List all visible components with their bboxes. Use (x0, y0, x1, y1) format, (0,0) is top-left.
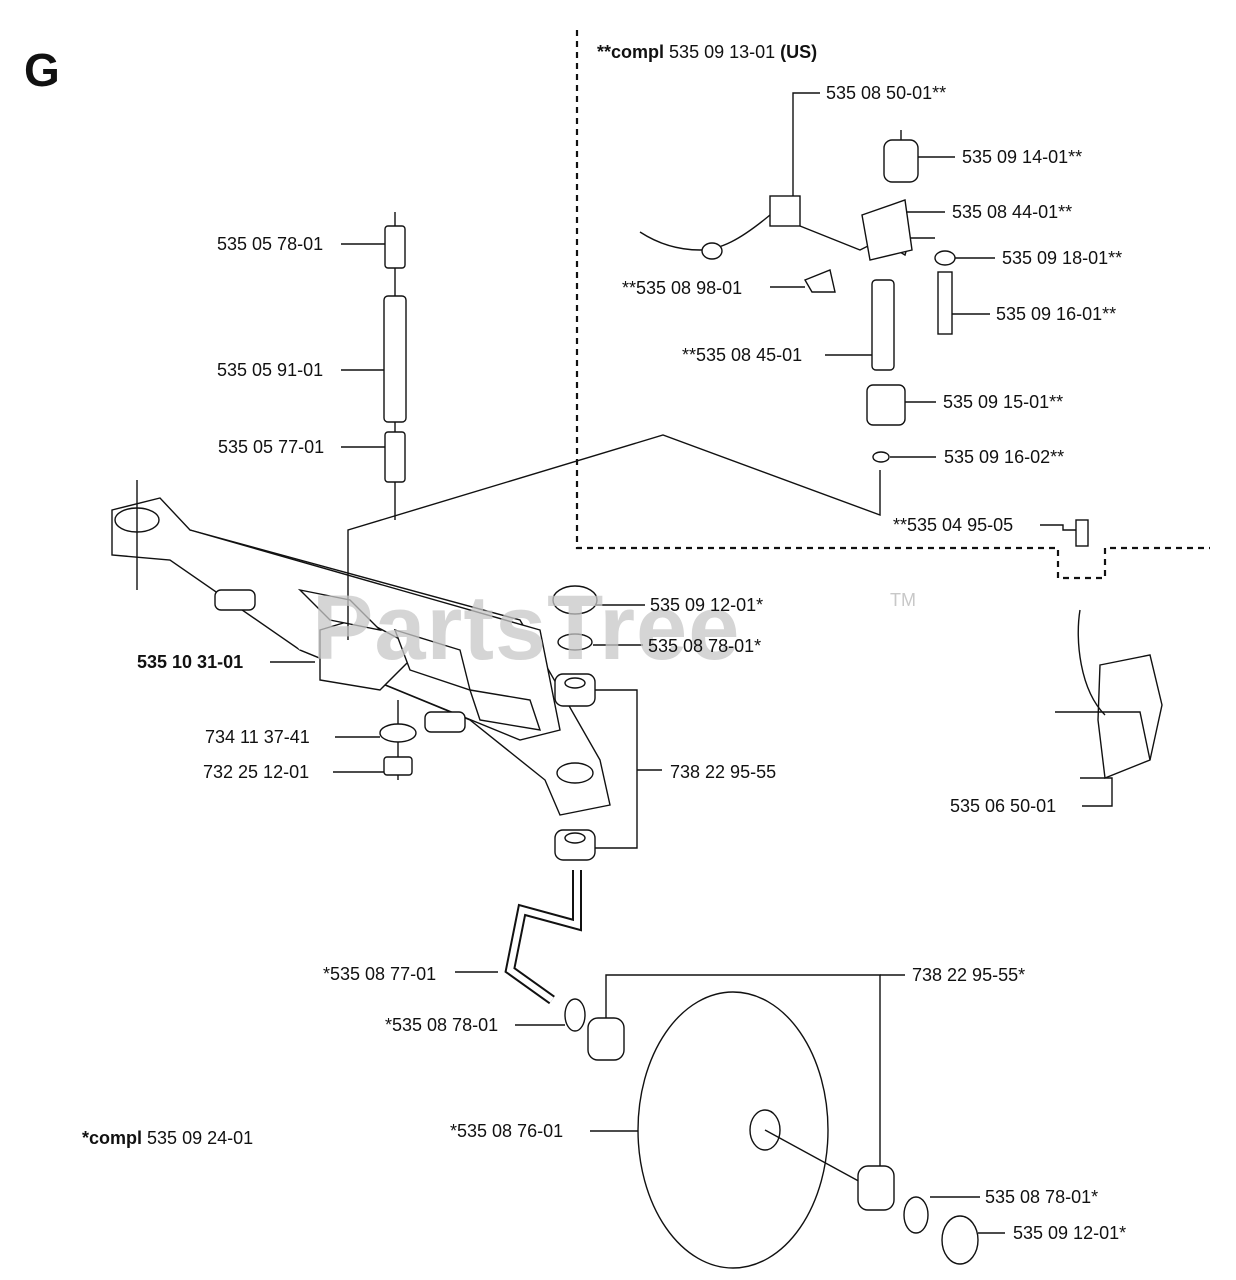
page-letter: G (24, 44, 60, 96)
washer-2 (557, 633, 593, 651)
part-535-09-16-01[interactable]: 535 09 16-01** (996, 304, 1117, 324)
part-734-11-37-41[interactable]: 734 11 37-41 (205, 727, 310, 747)
bracket-plate (769, 195, 801, 227)
kit-us-label: **compl 535 09 13-01 (US) (597, 42, 818, 62)
bolt (1075, 519, 1089, 547)
part-535-05-78-01[interactable]: 535 05 78-01 (217, 234, 324, 254)
switch-bottom (866, 384, 906, 426)
part-738-22-95-55-star[interactable]: 738 22 95-55* (912, 965, 1026, 985)
wire-harness (639, 214, 771, 251)
part-535-08-76-01[interactable]: *535 08 76-01 (450, 1121, 564, 1141)
cap (552, 585, 598, 615)
part-535-08-44-01[interactable]: 535 08 44-01** (952, 202, 1073, 222)
part-535-09-12-01[interactable]: 535 09 12-01* (650, 595, 764, 615)
wheel-washer-l (564, 998, 586, 1032)
kit-wheel-label: *compl 535 09 24-01 (82, 1128, 254, 1148)
switch-top-cap (883, 139, 919, 183)
screw-16 (937, 271, 953, 335)
part-535-08-78-01-right[interactable]: 535 08 78-01* (985, 1187, 1099, 1207)
axle-beam (111, 497, 611, 816)
part-535-08-98-01[interactable]: **535 08 98-01 (622, 278, 743, 298)
part-732-25-12-01[interactable]: 732 25 12-01 (203, 762, 310, 782)
spacer-bottom (384, 431, 406, 483)
washer (379, 723, 417, 743)
wheel-bearing-r (857, 1165, 895, 1211)
part-535-09-12-01-right[interactable]: 535 09 12-01* (1013, 1223, 1127, 1243)
spacer-long (383, 295, 407, 423)
part-535-10-31-01[interactable]: 535 10 31-01 (137, 652, 244, 672)
spacer-top (384, 225, 406, 269)
part-535-09-18-01[interactable]: 535 09 18-01** (1002, 248, 1123, 268)
part-535-04-95-05[interactable]: **535 04 95-05 (893, 515, 1014, 535)
wheel-cap (941, 1215, 979, 1265)
bearing-bottom (554, 829, 596, 861)
part-738-22-95-55[interactable]: 738 22 95-55 (670, 762, 777, 782)
part-535-09-16-02[interactable]: 535 09 16-02** (944, 447, 1065, 467)
wheel-bearing-l (587, 1017, 625, 1061)
part-535-09-15-01[interactable]: 535 09 15-01** (943, 392, 1064, 412)
wheel (637, 991, 829, 1269)
part-535-05-91-01[interactable]: 535 05 91-01 (217, 360, 324, 380)
part-535-08-78-01[interactable]: 535 08 78-01* (648, 636, 762, 656)
switch-bracket (861, 199, 913, 261)
part-535-05-77-01[interactable]: 535 05 77-01 (218, 437, 325, 457)
washer-18 (934, 250, 956, 266)
watermark-tm: TM (890, 590, 916, 610)
clip (803, 269, 836, 293)
kit-boundary-dashed (575, 30, 1210, 580)
washer-16-02 (872, 451, 890, 463)
part-535-08-77-01[interactable]: *535 08 77-01 (323, 964, 437, 984)
nut (383, 756, 413, 776)
watermark: PartsTree (312, 577, 741, 679)
part-535-06-50-01[interactable]: 535 06 50-01 (950, 796, 1057, 816)
part-535-08-78-01-left[interactable]: *535 08 78-01 (385, 1015, 499, 1035)
part-535-08-50-01[interactable]: 535 08 50-01** (826, 83, 947, 103)
sensor-body (1097, 654, 1163, 779)
part-535-09-14-01[interactable]: 535 09 14-01** (962, 147, 1083, 167)
slider (871, 279, 895, 371)
wheel-washer-r (903, 1196, 929, 1234)
part-535-08-45-01[interactable]: **535 08 45-01 (682, 345, 803, 365)
